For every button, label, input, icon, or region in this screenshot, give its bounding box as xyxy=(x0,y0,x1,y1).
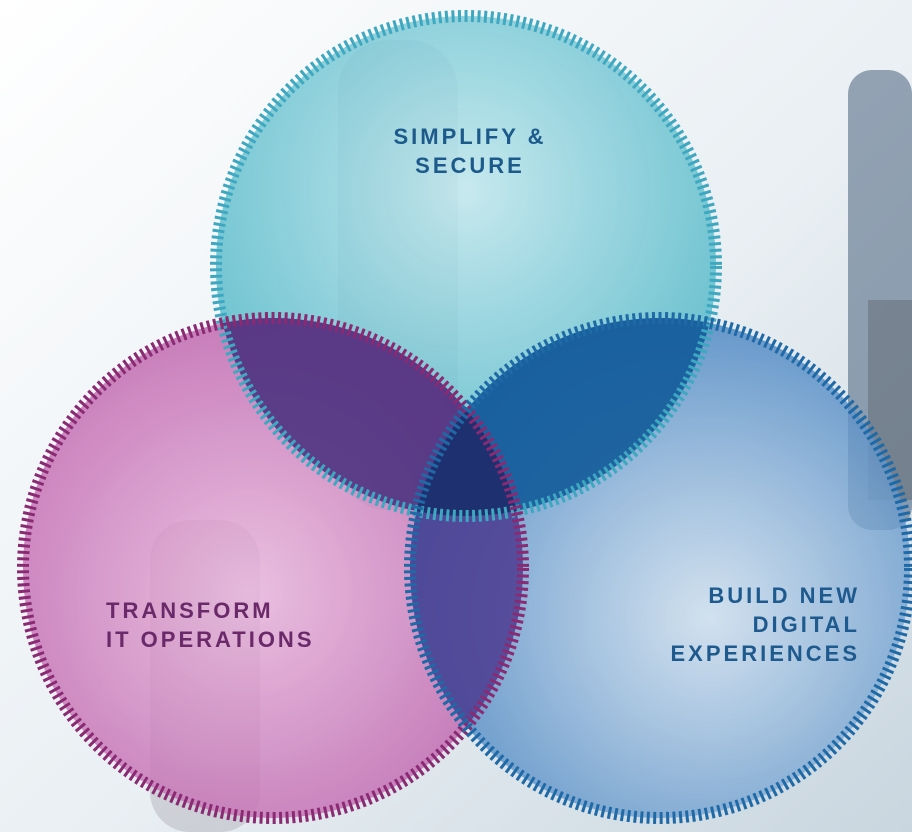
label-right-line-1: BUILD NEW xyxy=(708,583,860,608)
label-transform-it-operations: TRANSFORM IT OPERATIONS xyxy=(106,596,426,654)
circle-top-border xyxy=(210,10,722,522)
label-top-line-1: SIMPLIFY & xyxy=(393,124,547,149)
label-right-line-2: DIGITAL xyxy=(752,612,860,637)
label-build-new-digital-experiences: BUILD NEW DIGITAL EXPERIENCES xyxy=(560,581,860,668)
overlap-top-left xyxy=(216,318,523,516)
circle-right-border xyxy=(404,312,912,824)
overlap-top-right xyxy=(410,318,716,516)
label-left-line-1: TRANSFORM xyxy=(106,598,274,623)
label-simplify-secure: SIMPLIFY & SECURE xyxy=(330,122,610,180)
circle-left-border xyxy=(17,312,529,824)
label-right-line-3: EXPERIENCES xyxy=(670,641,860,666)
label-top-line-2: SECURE xyxy=(415,153,525,178)
label-left-line-2: IT OPERATIONS xyxy=(106,627,315,652)
